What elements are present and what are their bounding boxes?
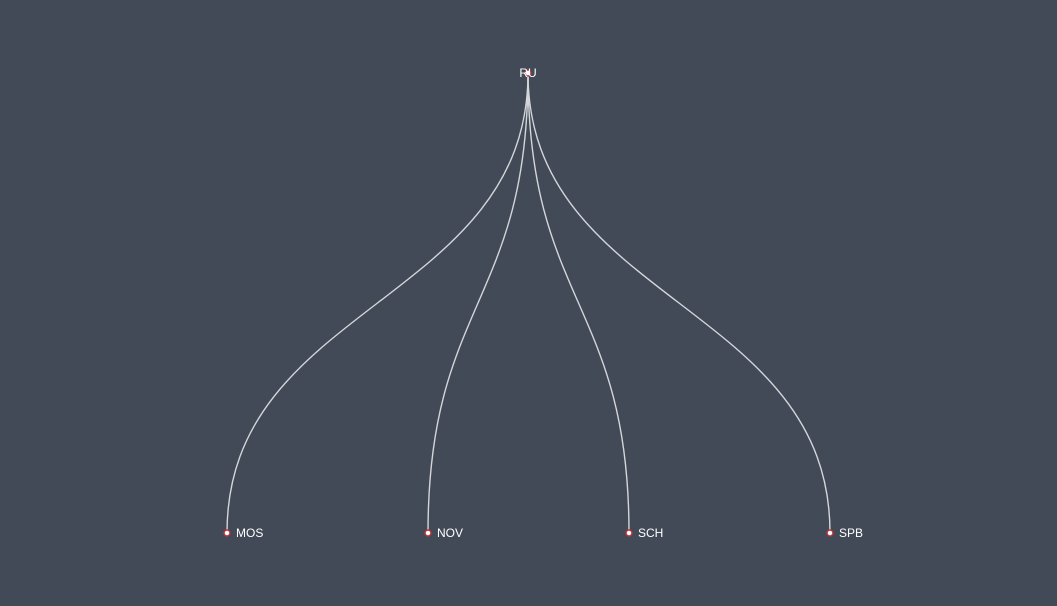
child-node-label: SCH	[638, 526, 663, 540]
tree-link	[427, 72, 529, 534]
tree-links	[226, 72, 831, 534]
tree-link	[527, 72, 630, 534]
root-node[interactable]: RU	[519, 66, 536, 80]
tree-nodes: RU MOS NOV SCH SPB	[223, 66, 863, 540]
child-node-label: SPB	[839, 526, 863, 540]
child-node-dot[interactable]	[625, 529, 633, 537]
child-node-dot[interactable]	[826, 529, 834, 537]
child-node-spb[interactable]: SPB	[826, 526, 863, 540]
child-node-dot[interactable]	[223, 529, 231, 537]
root-node-dot[interactable]	[524, 69, 532, 77]
child-node-dot[interactable]	[424, 529, 432, 537]
root-node-label: RU	[519, 66, 536, 80]
child-node-mos[interactable]: MOS	[223, 526, 263, 540]
child-node-nov[interactable]: NOV	[424, 526, 463, 540]
child-node-label: NOV	[437, 526, 463, 540]
tree-link	[527, 72, 831, 534]
tree-link	[226, 72, 529, 534]
child-node-label: MOS	[236, 526, 263, 540]
child-node-sch[interactable]: SCH	[625, 526, 663, 540]
